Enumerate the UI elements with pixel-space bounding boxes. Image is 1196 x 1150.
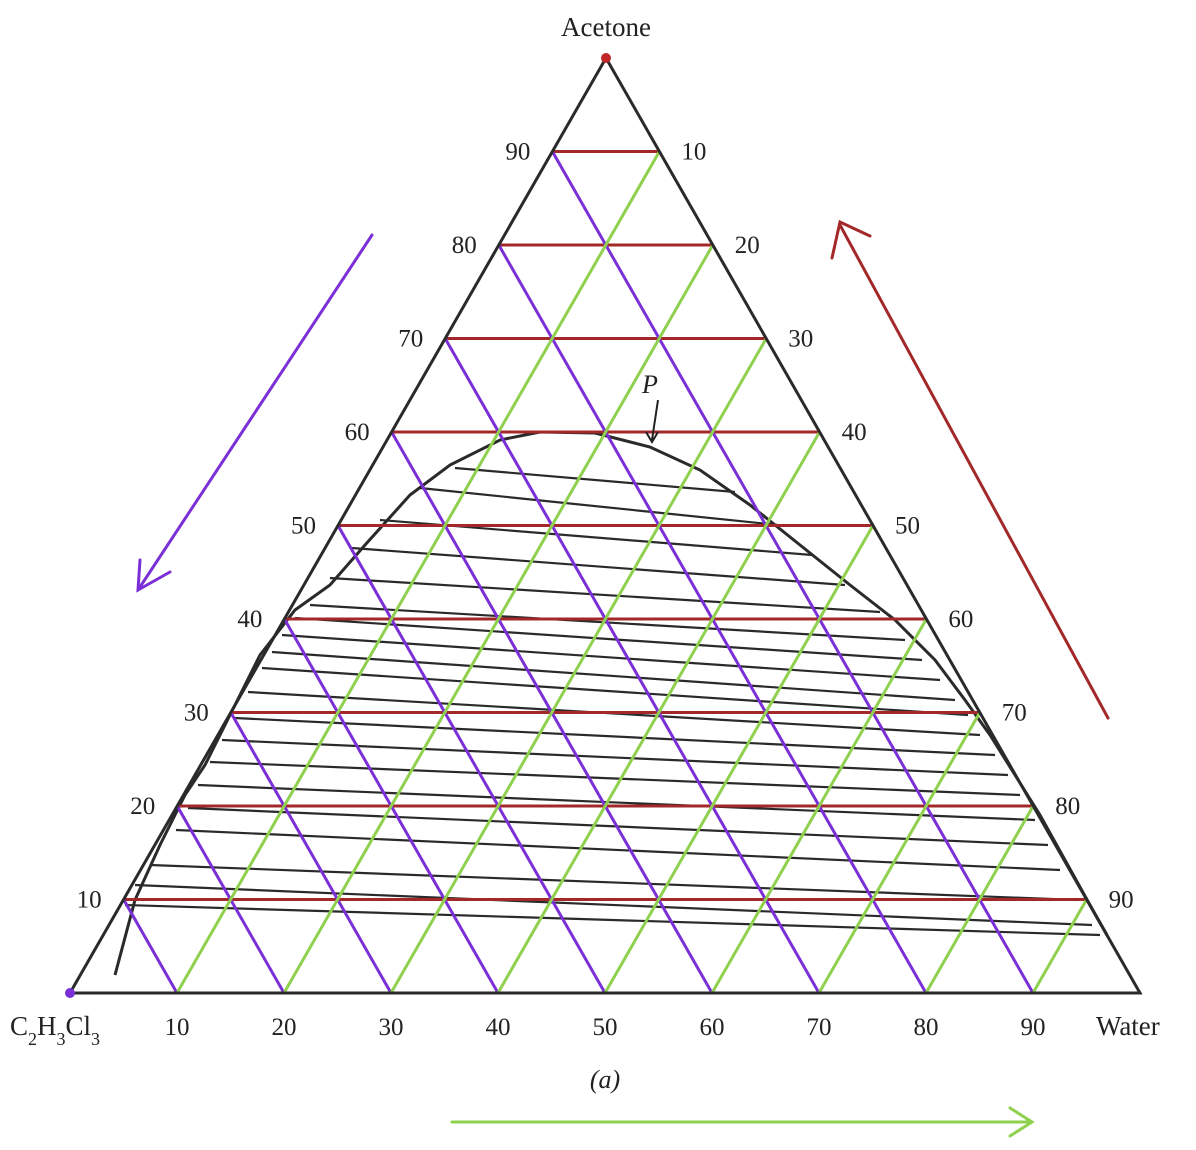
left-axis-tick: 10 [77, 887, 102, 914]
right-axis-tick: 70 [1002, 700, 1027, 727]
bottom-axis-tick: 90 [1021, 1014, 1046, 1041]
binodal-curve [113, 430, 1109, 976]
tie-line [175, 828, 1061, 872]
left-axis-tick: 40 [237, 606, 262, 633]
tie-line [261, 666, 969, 717]
plait-point-label: P [641, 370, 658, 399]
right-axis-tick: 10 [681, 139, 706, 166]
left-axis-tick: 70 [398, 326, 423, 353]
tie-line [221, 738, 1009, 777]
tie-line [281, 633, 941, 682]
water-gridline-10 [175, 150, 661, 994]
c2h3cl3-gridline-90 [122, 898, 179, 994]
bottom-axis-ticks: 10 20 30 40 50 60 70 80 90 [165, 1014, 1046, 1041]
c2h3cl3-apex-dot [65, 988, 75, 998]
right-axis-tick: 90 [1109, 887, 1134, 914]
tie-line [234, 716, 996, 757]
water-gridline-20 [282, 244, 715, 994]
acetone-direction-arrow [830, 219, 1110, 720]
tie-line [351, 546, 846, 587]
bottom-axis-tick: 60 [700, 1014, 725, 1041]
bottom-axis-tick: 80 [914, 1014, 939, 1041]
left-axis-tick: 20 [130, 793, 155, 820]
c2h3cl3-gridline-10 [551, 150, 1035, 994]
left-axis-tick: 80 [452, 232, 477, 259]
tie-line [271, 650, 956, 702]
c2h3cl3-gridline-30 [443, 337, 821, 994]
left-axis-ticks: 10 20 30 40 50 60 70 80 90 [77, 139, 531, 914]
left-axis-tick: 30 [184, 700, 209, 727]
water-gridlines [175, 150, 1088, 994]
apex-label-water: Water [1096, 1011, 1160, 1041]
tie-line [197, 783, 1036, 822]
water-gridline-30 [389, 337, 768, 994]
c2h3cl3-gridlines [122, 150, 1035, 994]
tie-line [134, 883, 1093, 927]
right-axis-tick: 60 [948, 606, 973, 633]
water-direction-arrow [450, 1106, 1035, 1138]
caption: (a) [590, 1065, 620, 1094]
apex-label-acetone: Acetone [561, 12, 651, 42]
right-axis-tick: 40 [842, 419, 867, 446]
tie-line [329, 576, 881, 614]
tie-line [454, 466, 736, 494]
bottom-axis-tick: 40 [486, 1014, 511, 1041]
plait-point-pointer [645, 399, 659, 444]
right-axis-tick: 50 [895, 513, 920, 540]
water-gridline-70 [817, 711, 982, 994]
c2h3cl3-gridline-50 [336, 524, 607, 994]
bottom-axis-tick: 30 [379, 1014, 404, 1041]
right-axis-tick: 30 [788, 326, 813, 353]
water-gridline-60 [710, 618, 928, 994]
right-axis-ticks: 90 80 70 60 50 40 30 20 10 [681, 139, 1133, 914]
triangle-frame [67, 54, 1143, 995]
tie-line [149, 863, 1079, 902]
water-gridline-40 [496, 431, 821, 994]
water-gridline-90 [1031, 898, 1088, 994]
tie-line [124, 903, 1101, 937]
bottom-axis-tick: 70 [807, 1014, 832, 1041]
bottom-axis-tick: 50 [593, 1014, 618, 1041]
acetone-apex-dot [601, 53, 611, 63]
water-gridline-80 [924, 805, 1035, 994]
tie-lines-group [124, 466, 1101, 937]
tie-line [419, 486, 779, 527]
water-gridline-50 [603, 524, 875, 994]
right-axis-tick: 20 [735, 232, 760, 259]
c2h3cl3-direction-arrow [136, 233, 374, 593]
right-axis-tick: 80 [1055, 793, 1080, 820]
apex-label-c2h3cl3: C2H3Cl3 [10, 1011, 100, 1049]
binodal-curve-group [113, 430, 1109, 976]
left-axis-tick: 90 [505, 139, 530, 166]
left-axis-tick: 60 [345, 419, 370, 446]
bottom-axis-tick: 20 [272, 1014, 297, 1041]
bottom-axis-tick: 10 [165, 1014, 190, 1041]
c2h3cl3-gridline-70 [229, 711, 393, 994]
left-axis-tick: 50 [291, 513, 316, 540]
tie-line [294, 616, 923, 662]
tie-line [209, 760, 1021, 797]
